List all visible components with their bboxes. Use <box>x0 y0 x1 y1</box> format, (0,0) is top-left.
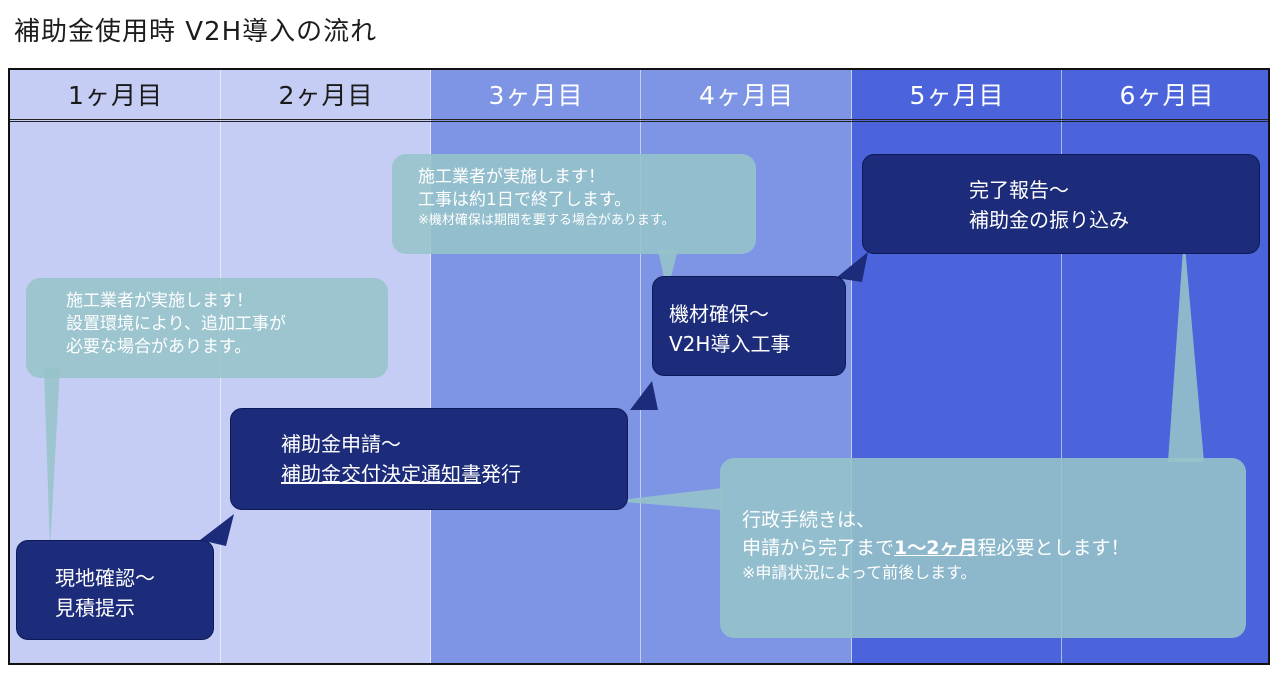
column-divider <box>1061 70 1062 663</box>
flow-arrow-1 <box>200 514 234 546</box>
step-installation: 機材確保〜 V2H導入工事 <box>652 276 846 376</box>
callout-admin-note: 行政手続きは、 申請から完了まで1〜2ヶ月程必要とします！ ※申請状況によって前… <box>720 458 1246 638</box>
callout-install-note: 施工業者が実施します！ 工事は約1日で終了します。 ※機材確保は期間を要する場合… <box>392 154 756 254</box>
step-label-rest: 発行 <box>481 462 521 486</box>
connector-layer <box>44 235 1204 550</box>
column-divider <box>430 70 431 663</box>
month-label-1: 1ヶ月目 <box>68 81 163 110</box>
callout-text: 工事は約1日で終了します。 <box>418 190 632 210</box>
step-survey: 現地確認〜 見積提示 <box>16 540 214 640</box>
callout-text-lead: 申請から完了まで <box>742 537 895 559</box>
callout-footnote: ※申請状況によって前後します。 <box>742 563 977 582</box>
callout-duration: 1〜2ヶ月 <box>894 537 978 559</box>
column-divider <box>640 70 641 663</box>
bubble-tail-complete <box>1168 235 1204 462</box>
callout-text: 施工業者が実施します！ <box>418 167 605 187</box>
month-label-6: 6ヶ月目 <box>1119 81 1215 110</box>
flow-arrow-2 <box>630 381 658 410</box>
callout-site-note: 施工業者が実施します！ 設置環境により、追加工事が 必要な場合があります。 <box>26 278 388 378</box>
step-label: 補助金申請〜 <box>281 432 401 456</box>
step-label: 補助金の振り込み <box>969 208 1129 232</box>
bubble-tail-site <box>44 368 60 550</box>
step-subsidy-application: 補助金申請〜 補助金交付決定通知書発行 <box>230 408 628 510</box>
bubble-tail-install <box>658 250 678 292</box>
step-label: 見積提示 <box>55 596 135 620</box>
step-label: 機材確保〜 <box>669 302 769 326</box>
month-label-5: 5ヶ月目 <box>909 81 1005 110</box>
bubble-tail-admin <box>612 488 722 510</box>
callout-text: 施工業者が実施します！ <box>66 291 253 311</box>
step-label: 完了報告〜 <box>969 178 1069 202</box>
month-header <box>10 70 1268 122</box>
callout-text: 必要な場合があります。 <box>66 337 252 357</box>
month-label-3: 3ヶ月目 <box>488 81 584 110</box>
month-label-4: 4ヶ月目 <box>699 81 794 110</box>
step-label: 補助金交付決定通知書発行 <box>281 459 627 489</box>
step-label: 現地確認〜 <box>55 566 155 590</box>
step-completion: 完了報告〜 補助金の振り込み <box>862 154 1260 254</box>
step-label-underlined: 補助金交付決定通知書 <box>281 462 481 486</box>
callout-footnote: ※機材確保は期間を要する場合があります。 <box>418 213 675 228</box>
flow-arrow-3 <box>836 252 868 282</box>
page-title: 補助金使用時 V2H導入の流れ <box>14 17 378 47</box>
month-label-2: 2ヶ月目 <box>278 81 374 110</box>
callout-text: 申請から完了まで1〜2ヶ月程必要とします！ <box>742 534 1246 562</box>
column-divider <box>851 70 852 663</box>
step-label: V2H導入工事 <box>669 332 791 356</box>
timeline-chart: 1ヶ月目 2ヶ月目 3ヶ月目 4ヶ月目 5ヶ月目 6ヶ月目 施工業者が実施します… <box>8 68 1270 665</box>
callout-text: 行政手続きは、 <box>742 509 876 531</box>
callout-text-tail: 程必要とします！ <box>977 537 1130 559</box>
callout-text: 設置環境により、追加工事が <box>66 314 286 334</box>
